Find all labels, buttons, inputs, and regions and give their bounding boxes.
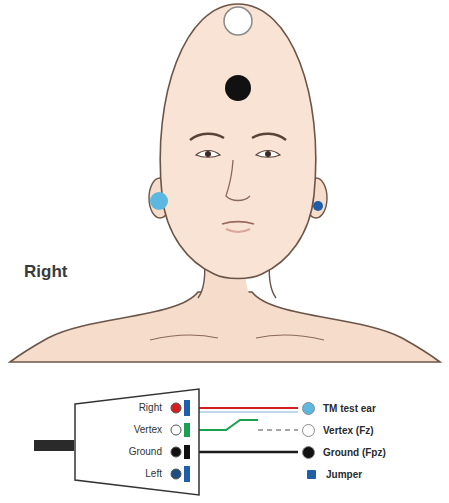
side-label: Right [24,262,67,282]
legend-swatch [307,470,316,479]
eye [196,151,220,158]
legend-entry: Jumper [305,466,362,482]
port-dot [171,447,181,457]
tm-electrode [150,192,168,210]
port-label: Left [145,469,162,479]
legend-swatch [302,402,315,415]
nose [226,160,250,201]
legend-entry: Ground (Fpz) [302,444,386,460]
box-shape [75,389,199,495]
pupil [205,151,211,157]
vertex-electrode [224,7,252,35]
jumper-electrode [313,201,323,211]
eyebrow [190,134,224,140]
legend-label: Ground (Fpz) [323,447,386,458]
eye [256,151,280,158]
port-label: Ground [129,447,162,457]
port-label: Vertex [134,425,162,435]
legend-label: Vertex (Fz) [323,425,374,436]
black-wire [186,451,298,453]
jack-bar [184,423,190,437]
red-wire [186,407,298,409]
legend-label: TM test ear [323,403,376,414]
eyebrow [252,134,286,140]
box-outline [74,388,200,496]
port-dot [171,469,181,479]
jack-bar [184,445,190,459]
jack-bar [184,400,190,416]
tm-wire [186,412,298,413]
dashed-wire [258,429,298,430]
port-label: Right [139,403,162,413]
connector-box: RightVertexGroundLeft [74,388,200,496]
port-dot [171,403,181,413]
collarbone [150,335,218,340]
lip [226,229,250,232]
legend-label: Jumper [326,469,362,480]
port-dot [171,425,181,435]
pupil [265,151,271,157]
legend-swatch [302,424,315,437]
collarbone [256,335,324,340]
jack-bar [184,466,190,482]
legend-entry: Vertex (Fz) [302,422,374,438]
head [160,4,316,279]
ground-electrode [225,75,251,101]
legend-entry: TM test ear [302,400,376,416]
cable-plug [34,440,74,451]
legend-swatch [302,446,315,459]
torso [10,292,440,362]
mouth [222,222,254,224]
